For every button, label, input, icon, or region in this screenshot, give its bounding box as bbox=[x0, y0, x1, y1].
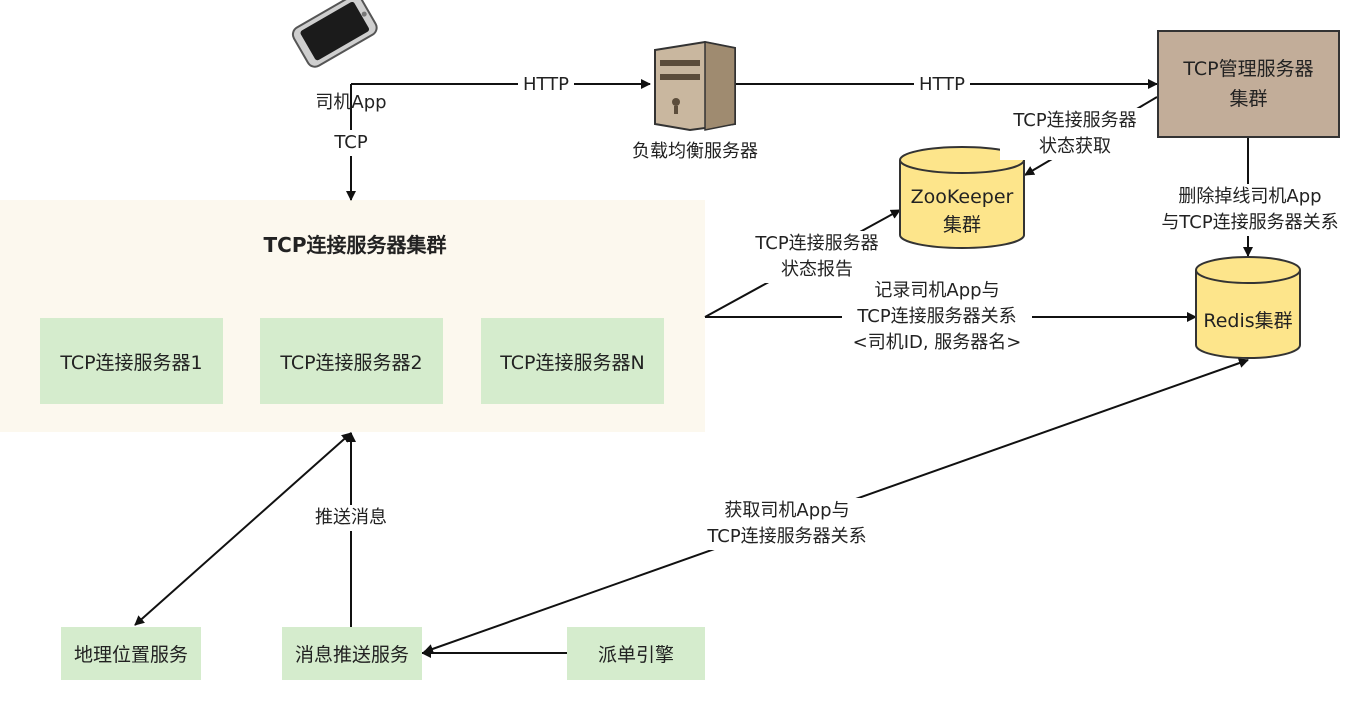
edge-label-push-msg: 推送消息 bbox=[306, 505, 396, 531]
zookeeper-line2: 集群 bbox=[942, 214, 981, 236]
dispatch-engine-box: 派单引擎 bbox=[567, 627, 705, 680]
delete-line1: 删除掉线司机App bbox=[1178, 186, 1322, 207]
tcp-server-1: TCP连接服务器1 bbox=[40, 318, 223, 404]
zookeeper-line1: ZooKeeper bbox=[910, 186, 1014, 208]
zk-status-get-line1: TCP连接服务器 bbox=[1013, 110, 1137, 131]
tcp-server-2: TCP连接服务器2 bbox=[260, 318, 443, 404]
redis-label: Redis集群 bbox=[1203, 310, 1293, 332]
record-line2: TCP连接服务器关系 bbox=[857, 306, 1017, 327]
tcp-mgmt-line1: TCP管理服务器 bbox=[1183, 58, 1314, 80]
tcp-server-n: TCP连接服务器N bbox=[481, 318, 664, 404]
load-balancer-label: 负载均衡服务器 bbox=[632, 141, 758, 162]
zk-report-line1: TCP连接服务器 bbox=[755, 233, 879, 254]
edge-label-http-1: HTTP bbox=[518, 72, 574, 98]
edge-label-http-2: HTTP bbox=[914, 72, 970, 98]
zookeeper-label: ZooKeeper 集群 bbox=[900, 183, 1024, 239]
zk-report-line2: 状态报告 bbox=[781, 259, 853, 280]
fetch-line2: TCP连接服务器关系 bbox=[707, 526, 867, 547]
zk-status-get-line2: 状态获取 bbox=[1039, 136, 1111, 157]
edge-label-zk-report: TCP连接服务器 状态报告 bbox=[742, 231, 892, 283]
tcp-mgmt-cluster-box: TCP管理服务器 集群 bbox=[1157, 30, 1340, 138]
edge-label-tcp: TCP bbox=[326, 130, 376, 156]
push-service-box: 消息推送服务 bbox=[282, 627, 422, 680]
edge-geo-cluster bbox=[134, 432, 352, 626]
fetch-line1: 获取司机App与 bbox=[724, 500, 850, 521]
redis-cylinder-icon bbox=[1195, 256, 1301, 359]
edge-label-fetch: 获取司机App与 TCP连接服务器关系 bbox=[692, 498, 882, 550]
geo-service-box: 地理位置服务 bbox=[61, 627, 201, 680]
driver-app-label: 司机App bbox=[315, 92, 387, 113]
edge-label-zk-status-get: TCP连接服务器 状态获取 bbox=[1000, 108, 1150, 160]
delete-line2: 与TCP连接服务器关系 bbox=[1161, 212, 1339, 233]
tcp-mgmt-line2: 集群 bbox=[1229, 88, 1268, 110]
record-line3: <司机ID, 服务器名> bbox=[852, 332, 1022, 353]
edge-label-record: 记录司机App与 TCP连接服务器关系 <司机ID, 服务器名> bbox=[842, 278, 1032, 356]
record-line1: 记录司机App与 bbox=[874, 280, 1000, 301]
zookeeper-cylinder-icon bbox=[899, 146, 1025, 249]
edge-label-delete: 删除掉线司机App 与TCP连接服务器关系 bbox=[1145, 184, 1355, 236]
server-icon bbox=[654, 40, 736, 132]
phone-icon bbox=[291, 0, 378, 68]
tcp-cluster-title: TCP连接服务器集群 bbox=[263, 233, 447, 257]
